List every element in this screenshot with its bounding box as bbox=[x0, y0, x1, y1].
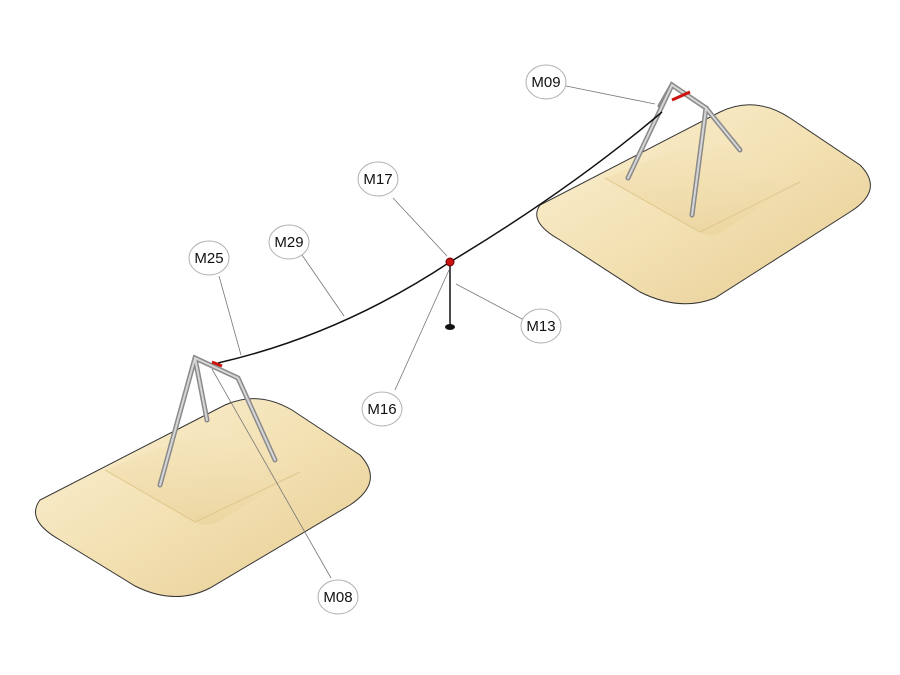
callout-label-m08: M08 bbox=[323, 589, 352, 606]
left-base bbox=[35, 398, 371, 597]
right-frame-highlight bbox=[627, 83, 741, 216]
callout-m25: M25 bbox=[188, 240, 230, 276]
callout-label-m13: M13 bbox=[526, 318, 555, 335]
center-clamp bbox=[445, 257, 455, 267]
callout-label-m29: M29 bbox=[274, 234, 303, 251]
callout-m17: M17 bbox=[357, 161, 399, 197]
left-frame-highlight bbox=[159, 356, 276, 486]
cable-end-right bbox=[671, 90, 691, 102]
callout-m09: M09 bbox=[525, 64, 567, 100]
callout-label-m16: M16 bbox=[367, 401, 396, 418]
callout-m13: M13 bbox=[520, 308, 562, 344]
cable-end-left bbox=[211, 360, 223, 368]
right-base bbox=[536, 104, 871, 305]
drop-weight bbox=[445, 324, 455, 330]
callout-m16: M16 bbox=[361, 391, 403, 427]
leader-lines bbox=[211, 85, 656, 579]
callout-label-m17: M17 bbox=[363, 171, 392, 188]
callout-m29: M29 bbox=[268, 224, 310, 260]
callout-label-m25: M25 bbox=[194, 250, 223, 267]
callout-label-m09: M09 bbox=[531, 74, 560, 91]
callout-m08: M08 bbox=[317, 579, 359, 615]
